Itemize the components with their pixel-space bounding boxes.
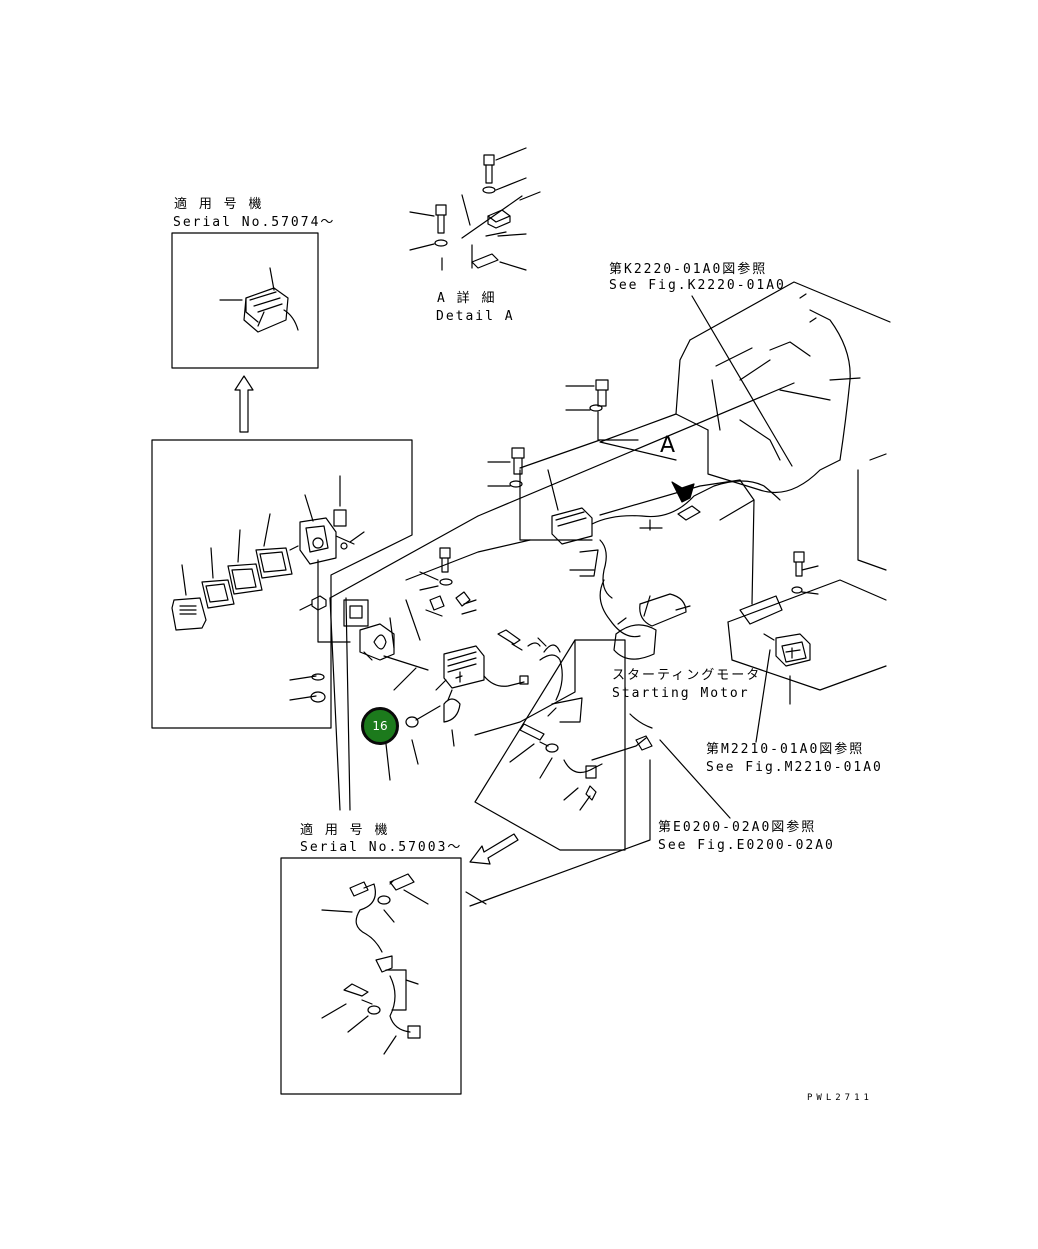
ref-k2220-jp: 第K2220-01A0図参照 [609,262,768,277]
detail-a-jp: A 詳 細 [437,291,497,306]
leader-m2210 [755,649,771,743]
leader-k2220 [691,295,793,467]
detail-a-en: Detail A [436,309,515,324]
leader-e0200 [659,739,731,819]
marker-a: A [660,433,675,458]
serial-bottom-en: Serial No.57003～ [300,840,463,855]
machine-body [329,281,891,811]
arrow-down-left-icon [469,833,519,865]
alternator-region [465,639,653,907]
serial-top-jp: 適 用 号 機 [174,197,264,212]
callout-16[interactable]: 16 [361,707,399,745]
starting-motor-jp: スターティングモータ [612,668,762,683]
drawing-code: PWL2711 [807,1093,873,1103]
ref-m2210-jp: 第M2210-01A0図参照 [706,742,865,757]
inset-work-lamp [151,439,413,729]
ref-e0200-en: See Fig.E0200-02A0 [658,838,835,853]
wiring-harness [343,293,851,781]
serial-top-en: Serial No.57074～ [173,215,336,230]
arrow-up-icon [234,375,254,433]
serial-bottom-jp: 適 用 号 機 [300,823,390,838]
ref-m2210-en: See Fig.M2210-01A0 [706,760,883,775]
starting-motor-en: Starting Motor [612,686,750,701]
ref-e0200-jp: 第E0200-02A0図参照 [658,820,817,835]
detail-a [409,147,541,271]
inset-serial-57003 [280,857,462,1095]
inset-serial-57074 [171,232,319,369]
ref-k2220-en: See Fig.K2220-01A0 [609,278,786,293]
rear-lamp [763,551,819,705]
